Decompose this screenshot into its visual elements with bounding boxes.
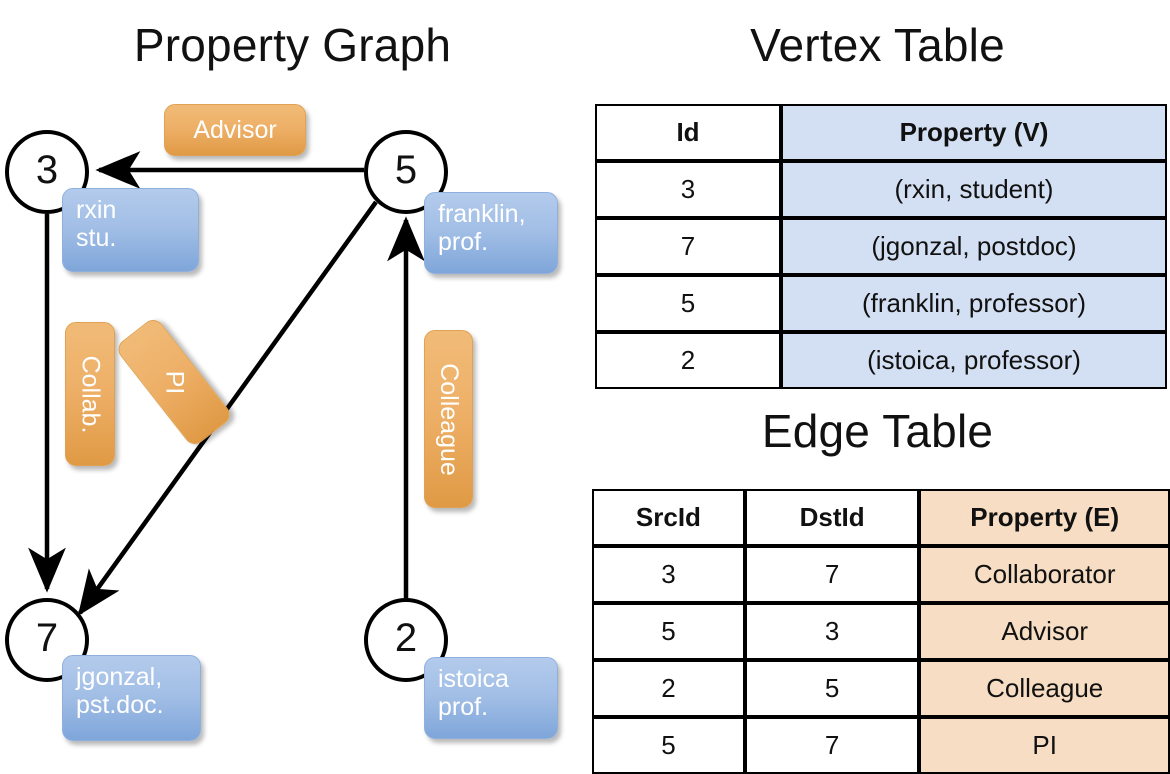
table-row[interactable]: 5 3 Advisor: [592, 603, 1170, 660]
edge-table-header-srcid: SrcId: [592, 489, 745, 546]
table-row[interactable]: 5 7 PI: [592, 717, 1170, 774]
edge-callout-colleague[interactable]: Colleague: [424, 330, 473, 508]
table-row[interactable]: 5 (franklin, professor): [595, 275, 1167, 332]
vertex-callout-istoica-line2: prof.: [438, 693, 489, 721]
edge-row-3-property: PI: [919, 717, 1170, 774]
vertex-callout-franklin[interactable]: franklin, prof.: [424, 192, 558, 274]
vertex-row-0-id: 3: [595, 161, 781, 218]
vertex-callout-istoica[interactable]: istoica prof.: [424, 657, 558, 739]
edge-row-0-property: Collaborator: [919, 546, 1170, 603]
edge-callout-collab-label: Collab.: [76, 355, 105, 433]
edge-callout-colleague-label: Colleague: [435, 362, 463, 476]
edge-row-2-src: 2: [592, 660, 745, 717]
edge-row-2-property: Colleague: [919, 660, 1170, 717]
edge-callout-pi-label: PI: [160, 370, 189, 394]
edge-row-0-src: 3: [592, 546, 745, 603]
property-graph-title: Property Graph: [133, 19, 452, 71]
table-row[interactable]: 2 5 Colleague: [592, 660, 1170, 717]
vertex-row-1-id: 7: [595, 218, 781, 275]
vertex-callout-jgonzal-line2: pst.doc.: [76, 691, 164, 719]
vertex-table-title: Vertex Table: [750, 19, 1005, 71]
edge-table: SrcId DstId Property (E) 3 7 Collaborato…: [592, 489, 1170, 774]
edge-5-to-7: [77, 200, 378, 616]
graph-node-7-id: 7: [35, 616, 59, 660]
vertex-row-0-property: (rxin, student): [781, 161, 1167, 218]
vertex-callout-jgonzal[interactable]: jgonzal, pst.doc.: [62, 655, 201, 741]
edge-table-header-row: SrcId DstId Property (E): [592, 489, 1170, 546]
property-graph-diagram: 3 5 7 2 rxin stu. franklin, prof. jgonza…: [0, 0, 585, 760]
edge-row-3-src: 5: [592, 717, 745, 774]
vertex-callout-franklin-line2: prof.: [438, 228, 489, 256]
graph-node-2[interactable]: 2: [364, 598, 448, 682]
graph-node-2-id: 2: [394, 616, 418, 660]
vertex-callout-rxin-line2: stu.: [76, 224, 117, 252]
vertex-callout-rxin[interactable]: rxin stu.: [62, 188, 199, 272]
edge-row-2-dst: 5: [744, 660, 920, 717]
edge-callout-collab[interactable]: Collab.: [65, 322, 115, 466]
edge-table-header-property: Property (E): [919, 489, 1170, 546]
vertex-callout-istoica-line1: istoica: [438, 665, 509, 693]
table-row[interactable]: 7 (jgonzal, postdoc): [595, 218, 1167, 275]
graph-node-5[interactable]: 5: [364, 130, 448, 214]
table-row[interactable]: 3 7 Collaborator: [592, 546, 1170, 603]
vertex-table-header-property: Property (V): [781, 104, 1167, 161]
edge-row-1-dst: 3: [744, 603, 920, 660]
vertex-table-header-id: Id: [595, 104, 781, 161]
vertex-row-2-id: 5: [595, 275, 781, 332]
edge-callout-advisor[interactable]: Advisor: [164, 104, 306, 156]
vertex-callout-jgonzal-line1: jgonzal,: [76, 663, 163, 691]
graph-node-5-id: 5: [394, 148, 418, 192]
vertex-row-3-property: (istoica, professor): [781, 332, 1167, 389]
vertex-callout-rxin-line1: rxin: [76, 196, 117, 224]
edge-row-1-src: 5: [592, 603, 745, 660]
edge-table-title: Edge Table: [761, 405, 994, 457]
vertex-row-3-id: 2: [595, 332, 781, 389]
graph-edges-svg: [28, 151, 425, 616]
edge-callout-advisor-label: Advisor: [193, 115, 277, 144]
edge-table-header-dstid: DstId: [744, 489, 920, 546]
vertex-callout-franklin-line1: franklin,: [438, 200, 526, 228]
vertex-row-2-property: (franklin, professor): [781, 275, 1167, 332]
graph-node-3-id: 3: [35, 148, 59, 192]
vertex-row-1-property: (jgonzal, postdoc): [781, 218, 1167, 275]
table-row[interactable]: 3 (rxin, student): [595, 161, 1167, 218]
vertex-table-header-row: Id Property (V): [595, 104, 1167, 161]
table-row[interactable]: 2 (istoica, professor): [595, 332, 1167, 389]
edge-row-1-property: Advisor: [919, 603, 1170, 660]
edge-row-0-dst: 7: [744, 546, 920, 603]
vertex-table: Id Property (V) 3 (rxin, student) 7 (jgo…: [595, 104, 1167, 389]
edge-row-3-dst: 7: [744, 717, 920, 774]
